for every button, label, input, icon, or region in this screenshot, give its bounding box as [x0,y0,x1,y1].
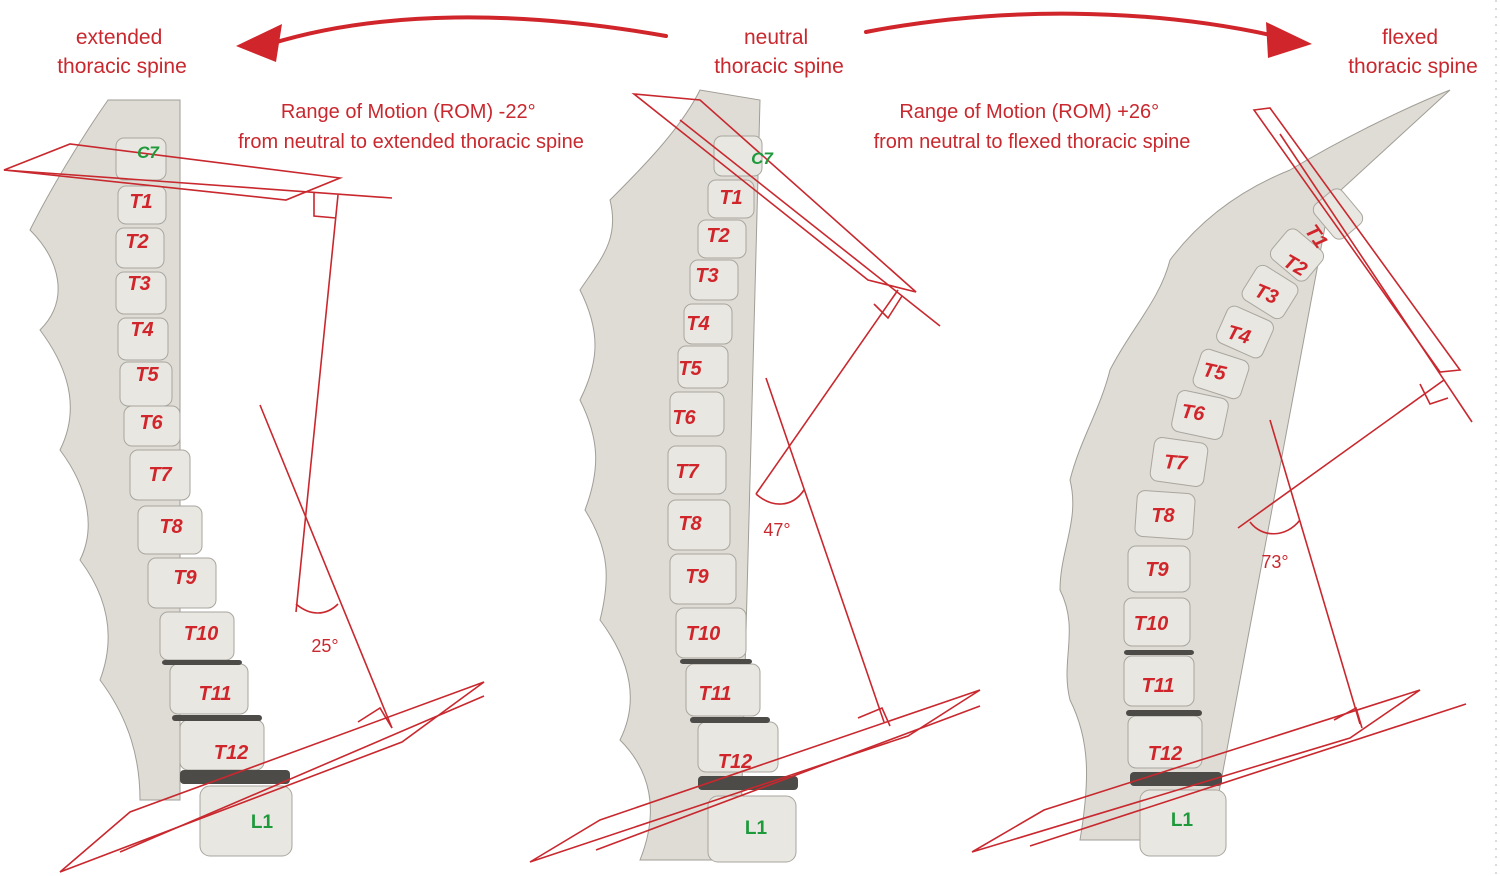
vertebra-label: T1 [129,191,152,213]
cobb-lines-neutral [529,92,981,863]
vertebra-label: T5 [135,364,159,386]
vertebra-label: T12 [214,742,248,764]
vertebra-label: T4 [686,313,709,335]
labels-neutral: C7 T1 T2 T3 T4 T5 T6 T7 T8 T9 T10 T11 T1… [672,149,774,839]
angle-extended: 25° [311,636,338,656]
arrowhead-extended-icon [236,24,282,62]
vertebra-label: T7 [1163,451,1189,475]
vertebra-label: T8 [159,516,183,538]
vertebra-label: T9 [173,567,197,589]
rom-extended-text: Range of Motion (ROM) -22° from neutral … [238,101,584,153]
vertebra-label: T6 [139,412,163,434]
arrowhead-flexed-icon [1266,22,1312,58]
angle-flexed: 73° [1261,552,1288,572]
vertebra-label: T10 [1134,613,1168,635]
cobb-lines-extended [3,143,485,873]
vertebra-label: T1 [719,187,742,209]
header-extended: extended thoracic spine [57,26,187,78]
vertebra-label: T10 [184,623,218,645]
vertebra-label: T10 [686,623,720,645]
vertebra-label: T2 [125,231,148,253]
cobb-lines-flexed [971,107,1473,853]
vertebra-label: T11 [699,683,732,705]
header-flexed: flexed thoracic spine [1348,26,1478,78]
vertebra-label: T9 [685,566,709,588]
vertebra-label-l1: L1 [1171,810,1194,831]
vertebra-label: T3 [127,273,150,295]
vertebra-label-c7: C7 [137,143,160,162]
labels-extended: C7 T1 T2 T3 T4 T5 T6 T7 T8 T9 T10 T11 T1… [125,143,273,833]
vertebra-label: T7 [675,461,699,483]
vertebra-label: T7 [148,464,172,486]
vertebra-label: T11 [199,683,232,705]
vertebra-label: T12 [718,751,752,773]
vertebra-label: T12 [1148,743,1182,765]
vertebra-label: T9 [1145,559,1169,581]
arrow-to-extended [268,15,668,46]
vertebra-label: T4 [130,319,153,341]
spine-neutral [579,89,798,863]
vertebra-label: T2 [706,225,729,247]
rom-flexed-text: Range of Motion (ROM) +26° from neutral … [874,101,1191,153]
vertebra-label: T5 [678,358,702,380]
vertebra-label: T6 [672,407,696,429]
vertebra-label: T8 [678,513,702,535]
vertebra-label: T8 [1151,505,1175,527]
vertebra-label-l1: L1 [251,812,274,833]
angle-neutral: 47° [763,520,790,540]
vertebra-label-c7: C7 [751,149,774,168]
header-neutral: neutral thoracic spine [714,26,844,78]
arrow-to-flexed [864,11,1277,38]
vertebra-label: T6 [1180,401,1207,426]
vertebra-label-l1: L1 [745,818,768,839]
vertebra-label: T5 [1201,359,1229,386]
spine-flexed [1059,89,1451,857]
spine-extended [29,99,293,857]
vertebra-label: T3 [695,265,718,287]
vertebra-label: T11 [1142,675,1175,697]
